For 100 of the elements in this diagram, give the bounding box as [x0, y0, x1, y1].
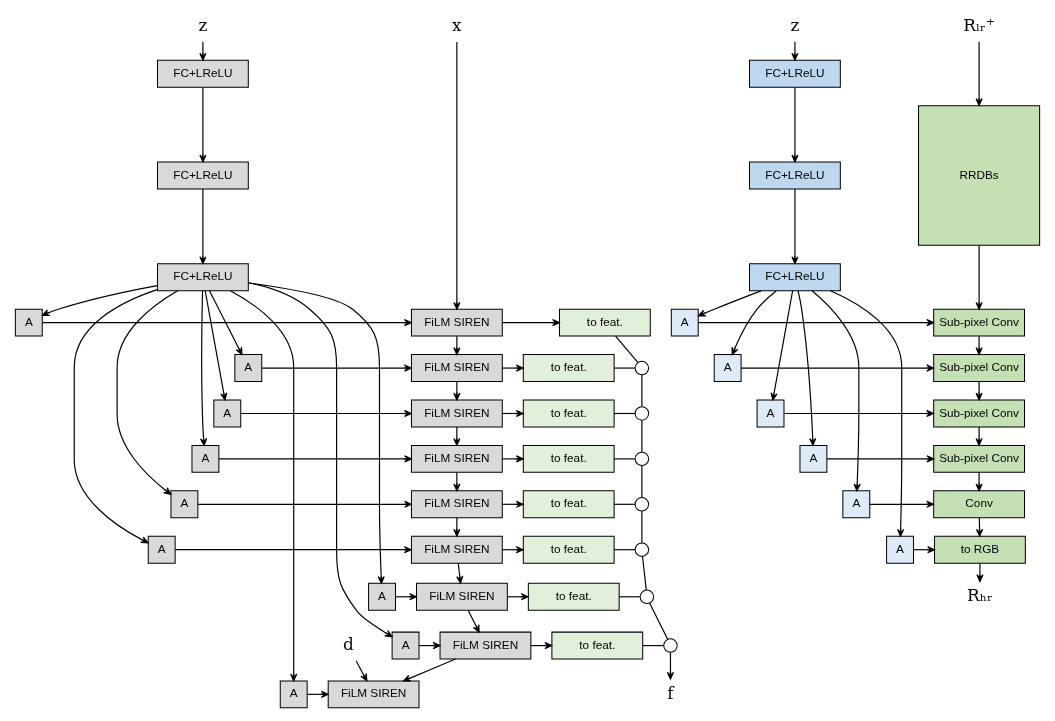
arrow	[456, 562, 464, 584]
node-box: A	[170, 490, 199, 519]
arrow	[731, 290, 777, 356]
node-box: A	[670, 308, 699, 337]
arrow	[199, 188, 207, 265]
arrow	[797, 290, 817, 446]
node-circle	[663, 638, 678, 653]
connector	[618, 596, 641, 598]
node-text: x	[452, 14, 462, 35]
arrow	[453, 335, 461, 356]
arrow	[174, 546, 412, 554]
arrow	[197, 500, 412, 508]
node-box: A	[279, 680, 308, 709]
connector	[642, 645, 665, 647]
arrow	[975, 41, 983, 106]
connector	[641, 555, 647, 591]
node-box: FiLM SIREN	[439, 631, 532, 660]
arrow	[783, 409, 935, 418]
connector	[641, 465, 643, 498]
arrow	[975, 426, 983, 446]
arrow	[811, 290, 861, 492]
node-box: FiLM SIREN	[410, 444, 503, 473]
arrow	[697, 319, 935, 327]
node-text: f	[667, 682, 674, 703]
arrow	[826, 455, 935, 463]
connector	[613, 458, 636, 460]
arrow	[501, 319, 560, 327]
node-box: FC+LReLU	[749, 263, 841, 292]
node-box: to feat.	[551, 631, 644, 660]
node-text: Rₕᵣ	[967, 585, 993, 606]
arrow	[403, 658, 457, 682]
arrow	[453, 471, 461, 492]
node-circle	[634, 451, 650, 467]
node-box: FC+LReLU	[749, 59, 841, 88]
node-box: A	[842, 490, 871, 519]
node-box: FiLM SIREN	[327, 680, 420, 709]
node-box: A	[391, 631, 420, 660]
node-text: z	[790, 14, 800, 35]
connector	[613, 367, 636, 369]
connector	[615, 335, 639, 363]
connector	[641, 374, 643, 408]
node-box: A	[14, 308, 43, 337]
node-box: A	[368, 582, 396, 611]
node-box: Sub-pixel Conv	[933, 444, 1025, 473]
arrow	[666, 652, 675, 680]
node-box: A	[191, 444, 220, 473]
arrow	[453, 41, 461, 310]
node-box: to feat.	[522, 354, 615, 383]
arrow	[975, 244, 983, 310]
node-box: A	[886, 535, 914, 564]
node-box: Sub-pixel Conv	[933, 399, 1025, 428]
node-box: to feat.	[522, 399, 615, 428]
arrow	[770, 290, 794, 401]
node-box: Sub-pixel Conv	[933, 354, 1025, 383]
node-box: FiLM SIREN	[416, 582, 508, 611]
arrow	[199, 41, 207, 61]
arrow	[247, 282, 393, 638]
arrow	[791, 86, 799, 163]
node-box: FiLM SIREN	[410, 354, 503, 383]
arrow	[869, 500, 935, 508]
arrow	[73, 289, 158, 544]
node-box: A	[147, 535, 176, 564]
node-box: Conv	[933, 490, 1025, 519]
arrow	[740, 364, 935, 372]
arrow	[501, 364, 524, 372]
arrow	[453, 380, 461, 401]
node-box: FC+LReLU	[156, 161, 249, 190]
arrow	[791, 41, 799, 61]
node-circle	[634, 406, 650, 421]
node-circle	[639, 589, 655, 605]
arrow	[218, 455, 412, 463]
connector	[613, 503, 636, 505]
arrow	[261, 364, 412, 372]
connector	[641, 419, 643, 453]
arrow	[976, 562, 984, 583]
node-box: FC+LReLU	[156, 263, 249, 292]
node-box: A	[799, 444, 828, 473]
arrow	[791, 188, 799, 265]
node-box: FC+LReLU	[156, 59, 249, 88]
node-box: to feat.	[558, 308, 651, 337]
connector	[641, 510, 643, 544]
arrow	[208, 290, 243, 356]
node-box: to feat.	[522, 490, 615, 519]
node-circle	[634, 360, 650, 376]
arrow	[501, 455, 524, 463]
arrow	[829, 290, 905, 537]
node-circle	[634, 542, 650, 557]
node-circle	[634, 497, 650, 512]
node-box: FiLM SIREN	[410, 308, 503, 337]
connector	[613, 549, 636, 551]
arrow	[240, 409, 412, 418]
node-box: to feat.	[522, 535, 615, 564]
arrow	[697, 290, 762, 317]
node-box: A	[713, 354, 742, 383]
node-box: A	[756, 399, 785, 428]
node-box: FiLM SIREN	[410, 399, 503, 428]
arrow	[199, 86, 207, 163]
node-text: d	[343, 633, 354, 654]
arrow	[975, 380, 983, 401]
arrow	[453, 426, 461, 446]
